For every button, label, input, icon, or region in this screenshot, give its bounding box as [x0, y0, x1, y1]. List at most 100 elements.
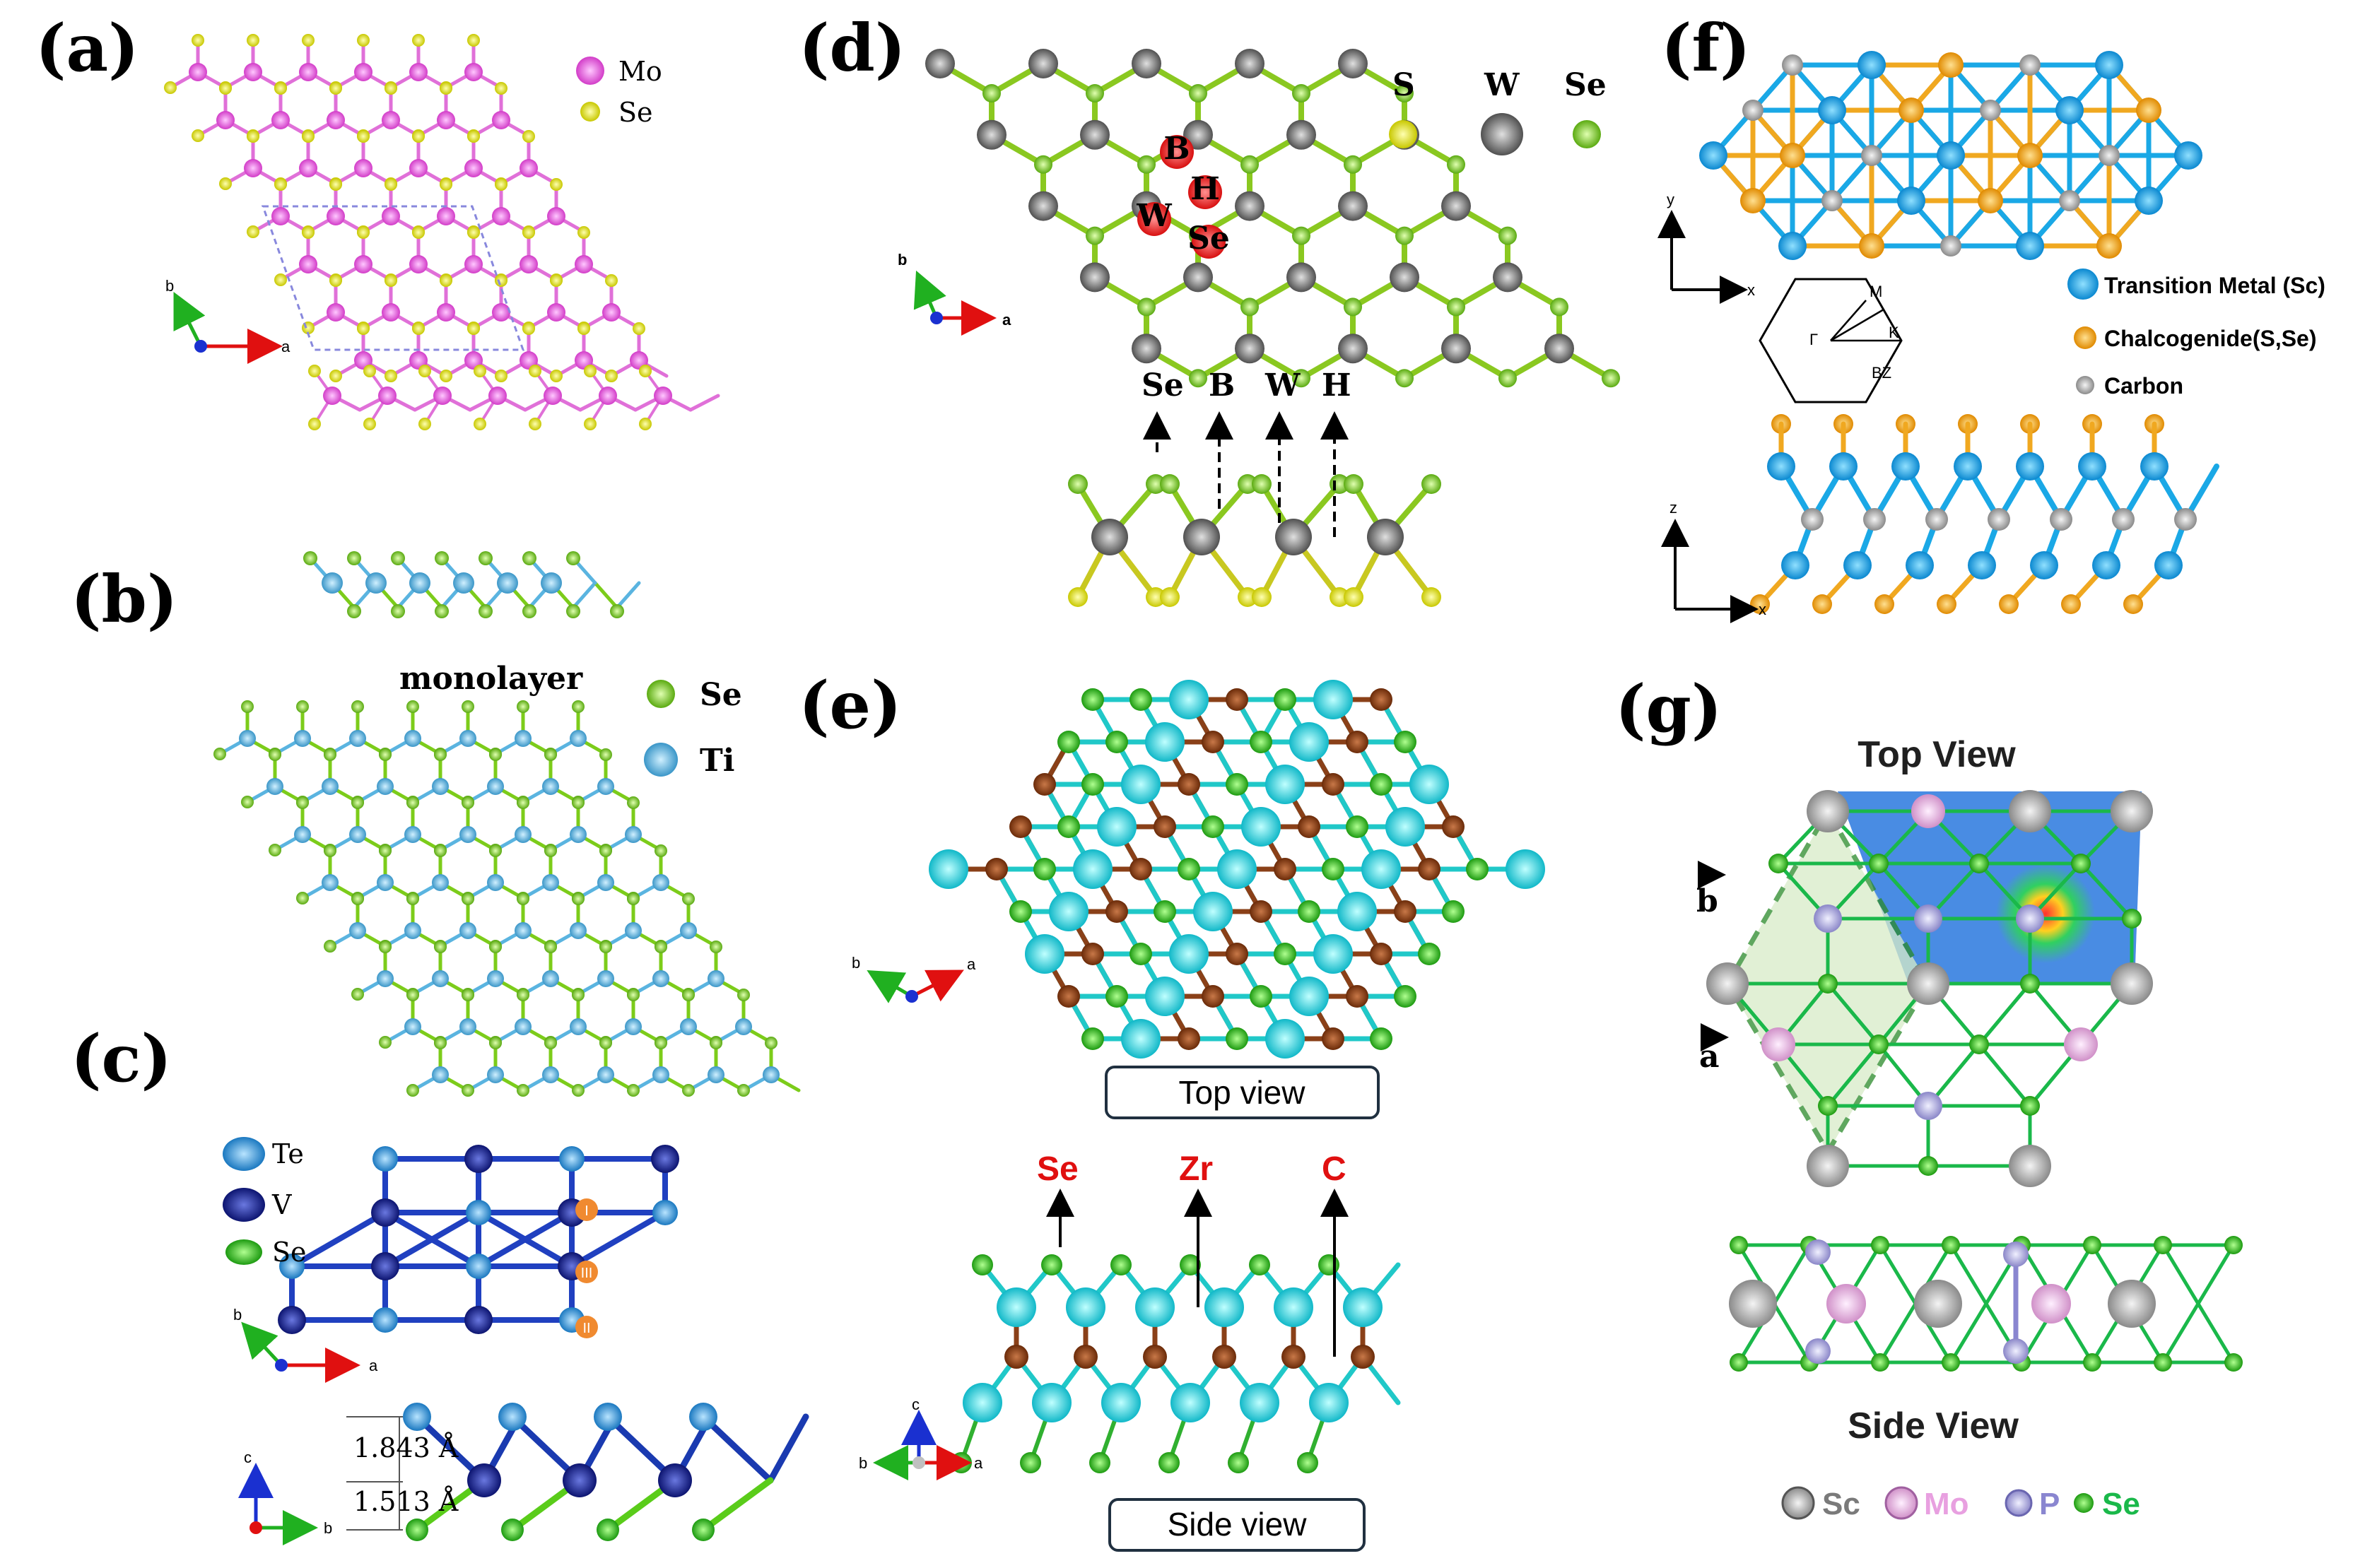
se-atom — [566, 604, 580, 618]
se-atom — [522, 130, 535, 143]
legend-chalc-swatch — [2074, 326, 2096, 349]
legend-carbon-label: Carbon — [2104, 373, 2183, 399]
c-atom — [1202, 731, 1224, 753]
w-atom — [1367, 519, 1404, 555]
se-atom — [1252, 474, 1272, 494]
te-atom — [279, 1254, 305, 1279]
te-atom — [372, 1307, 398, 1333]
ti-atom — [432, 778, 449, 795]
bond — [476, 1210, 575, 1269]
sc-atom — [1778, 232, 1807, 260]
c-atom — [1394, 900, 1416, 923]
w-atom — [925, 49, 955, 78]
se-atom — [274, 273, 287, 286]
top-view-title-g: Top View — [1858, 734, 2016, 775]
se-atom — [479, 604, 493, 618]
ti-atom — [239, 730, 256, 747]
se-atom — [440, 274, 452, 287]
sc-atom — [1858, 51, 1886, 79]
mo-atom — [299, 255, 317, 273]
te-atom — [498, 1403, 527, 1431]
se-atom — [391, 604, 405, 618]
svg-text:a: a — [1002, 311, 1011, 329]
legend-w-swatch — [1481, 113, 1523, 155]
mo-atom — [327, 303, 345, 322]
w-atom — [1235, 334, 1264, 364]
chalc-atom — [1812, 594, 1832, 614]
se-atom — [544, 941, 557, 953]
se-atom — [495, 274, 507, 287]
svg-text:x: x — [1747, 281, 1755, 299]
chalc-atom — [1874, 594, 1894, 614]
svg-text:c: c — [912, 1396, 920, 1413]
ti-atom — [570, 1018, 587, 1035]
se-atom — [522, 551, 536, 565]
ti-atom — [432, 970, 449, 987]
sc-atom — [1914, 1280, 1962, 1328]
mo-atom — [382, 111, 400, 129]
mo-atom — [599, 387, 617, 405]
se-atom — [1344, 155, 1362, 174]
c-atom — [1322, 773, 1344, 796]
se-atom — [296, 700, 309, 713]
bond — [1977, 1042, 2032, 1108]
ti-atom — [652, 874, 669, 891]
carbon-atom — [2059, 190, 2080, 211]
se-atom — [1942, 1236, 1960, 1254]
se-atom — [1318, 1254, 1339, 1275]
se-atom — [710, 941, 722, 953]
ti-atom — [515, 922, 532, 939]
site-marker — [1160, 135, 1194, 169]
se-atom — [489, 844, 502, 857]
se-atom — [406, 796, 419, 809]
sc-atom — [1906, 551, 1934, 579]
se-atom — [435, 604, 449, 618]
se-atom — [655, 941, 667, 953]
v-atom — [563, 1463, 597, 1497]
legend-se-label-b: Se — [700, 677, 742, 713]
se-atom — [412, 34, 425, 47]
mo-atom — [409, 255, 428, 273]
se-atom — [474, 418, 486, 430]
mo-atom — [2064, 1027, 2098, 1061]
sc-atom — [1907, 962, 1949, 1005]
ti-atom — [349, 730, 366, 747]
s-atom — [1344, 587, 1363, 607]
se-atom — [247, 225, 259, 238]
mo-atom — [547, 303, 565, 322]
se-atom — [406, 892, 419, 905]
w-atom — [1183, 262, 1213, 293]
v-atom — [464, 1145, 493, 1173]
chalc-atom — [1859, 233, 1884, 259]
se-atom — [1869, 854, 1889, 873]
se-atom — [1240, 297, 1259, 317]
mo-atom — [382, 207, 400, 225]
mo-atom — [244, 159, 262, 177]
mo-atom — [492, 303, 510, 322]
bond — [289, 1210, 388, 1269]
chalc-atom — [1999, 594, 2019, 614]
c-atom — [1281, 1345, 1305, 1369]
site-marker — [1188, 175, 1222, 209]
site-label: Se — [1187, 220, 1230, 257]
se-atom — [1344, 297, 1362, 317]
svg-text:b: b — [859, 1454, 867, 1472]
se-atom — [1086, 226, 1104, 245]
se-atom — [1178, 858, 1200, 880]
sc-atom — [2140, 452, 2169, 481]
ti-atom — [322, 778, 339, 795]
w-atom — [1080, 119, 1110, 150]
se-atom — [639, 365, 652, 377]
mo-atom — [520, 159, 538, 177]
carbon-atom — [1988, 508, 2010, 531]
mo-atom — [409, 63, 428, 81]
w-atom — [1390, 262, 1419, 293]
mo-atom — [354, 159, 372, 177]
ti-atom — [404, 730, 421, 747]
w-atom — [1235, 49, 1264, 78]
panel-a — [164, 34, 720, 430]
w-atom — [1235, 191, 1264, 221]
ti-atom — [570, 922, 587, 939]
mo-atom — [602, 303, 621, 322]
axes-indicator-e-bottom: c b a — [859, 1396, 983, 1480]
